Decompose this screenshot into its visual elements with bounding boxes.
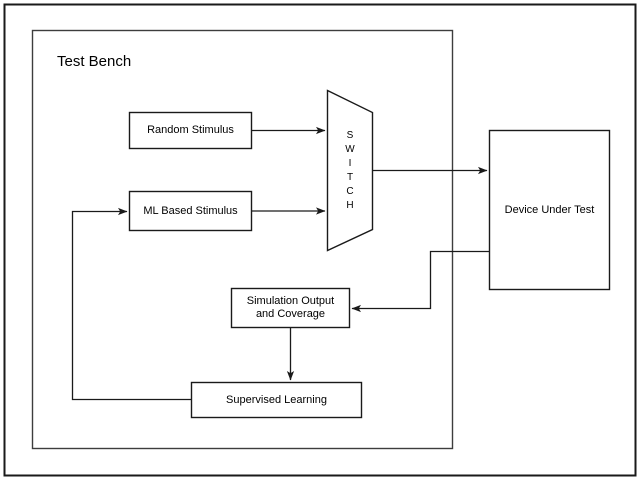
node-ml-based-stimulus-box[interactable] (128, 190, 253, 232)
switch-letter-i: I (348, 158, 352, 169)
edge-dut-to-simulation-output (351, 250, 490, 313)
node-supervised-learning-box[interactable] (190, 381, 363, 419)
switch-letter-c: C (346, 186, 354, 197)
switch-letter-w: W (345, 144, 355, 155)
node-switch-shape[interactable] (326, 89, 374, 252)
node-simulation-output-box[interactable] (230, 287, 351, 329)
edge-supervised-learning-to-ml-stimulus (71, 207, 192, 401)
node-switch-label: S W I T C H (330, 112, 370, 230)
switch-letter-t: T (346, 172, 354, 183)
switch-letter-s: S (346, 130, 354, 141)
test-bench-container (31, 29, 454, 450)
switch-letter-h: H (346, 200, 354, 211)
node-device-under-test-box[interactable] (488, 129, 611, 291)
node-random-stimulus-box[interactable] (128, 111, 253, 150)
page-title: Test Bench (57, 53, 132, 70)
